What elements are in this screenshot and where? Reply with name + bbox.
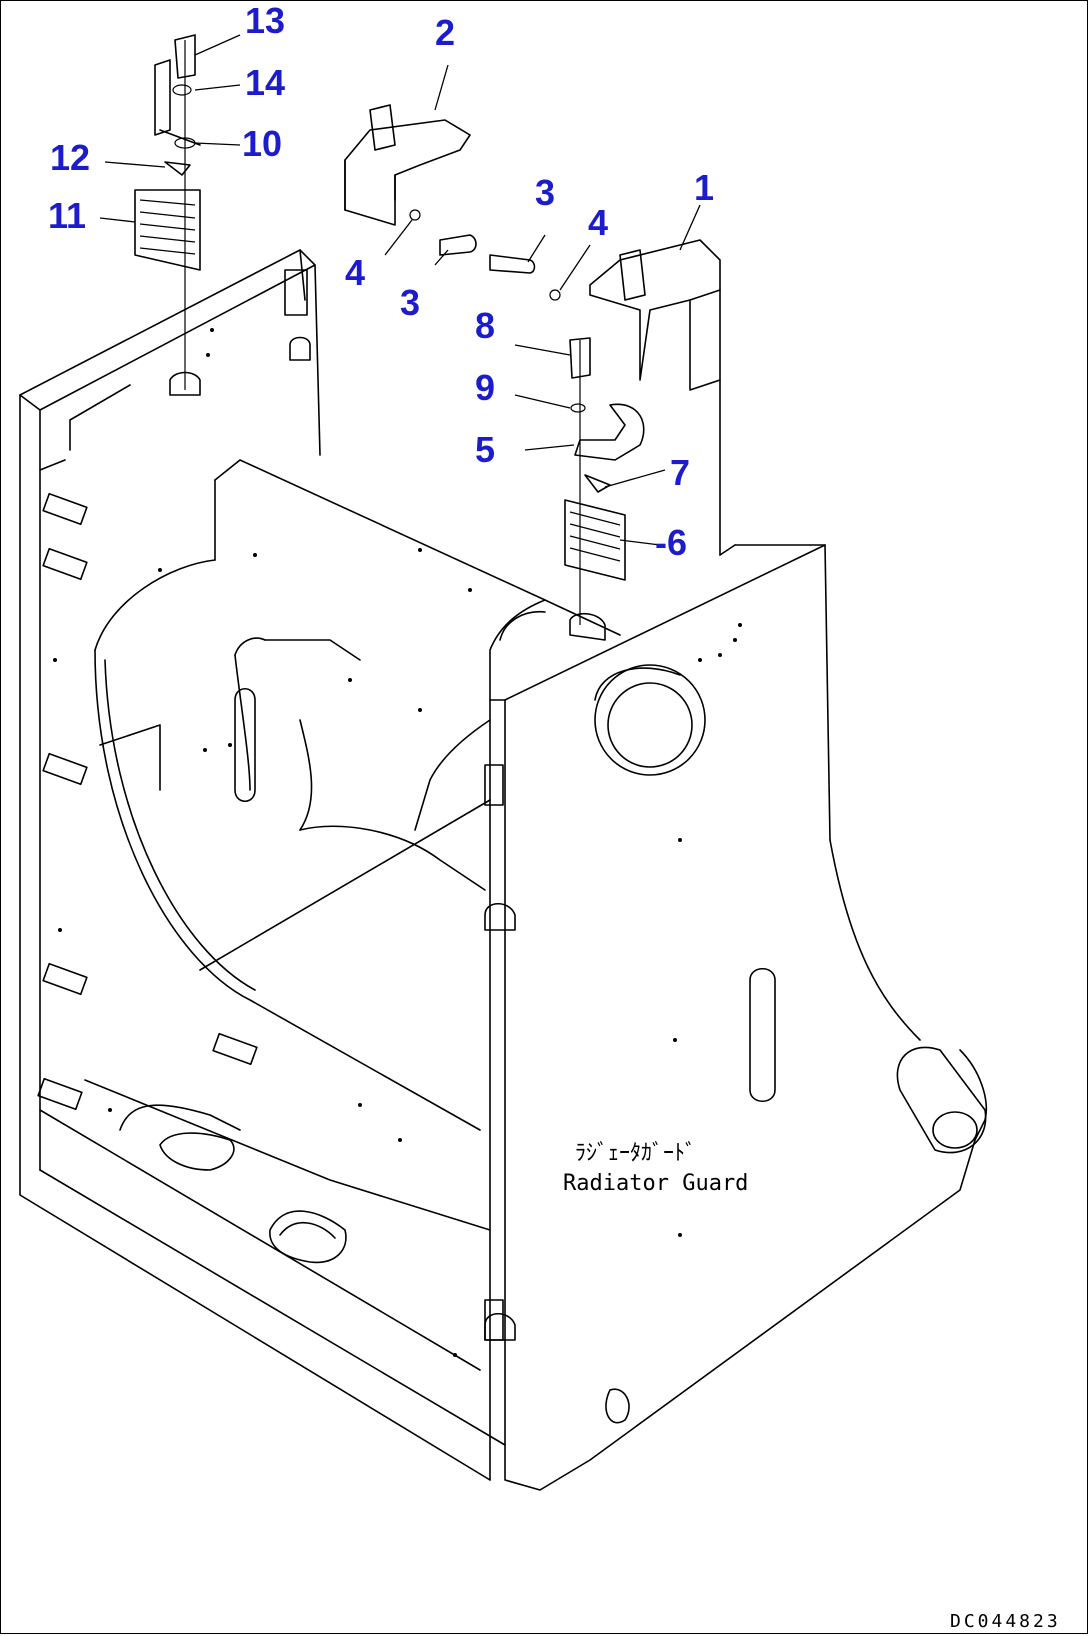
callout-12: 12 — [50, 137, 90, 178]
callout-11: 11 — [48, 195, 86, 236]
bracket-1 — [489, 239, 721, 391]
nameplate-english: Radiator Guard — [563, 1171, 748, 1196]
callout-numbers: 1 2 3 3 4 4 5 -6 7 8 9 10 11 12 13 14 — [48, 0, 714, 563]
callout-1: 1 — [694, 167, 714, 208]
callout-4-right: 4 — [588, 202, 608, 243]
callout-14: 14 — [245, 62, 285, 103]
bracket-2 — [344, 104, 477, 256]
spring-stack-11 — [134, 34, 201, 396]
callout-2: 2 — [435, 12, 455, 53]
callout-10: 10 — [242, 123, 282, 164]
drawing-code: DC044823 — [950, 1611, 1061, 1632]
callout-4-left: 4 — [345, 252, 365, 293]
spring-stack-6 — [564, 337, 645, 641]
callout-3-left: 3 — [400, 282, 420, 323]
callout-6: -6 — [655, 522, 687, 563]
nameplate-japanese: ﾗｼﾞｪｰﾀｶﾞｰﾄﾞ — [575, 1141, 696, 1166]
callout-7: 7 — [670, 452, 690, 493]
callout-9: 9 — [475, 367, 495, 408]
callout-8: 8 — [475, 305, 495, 346]
housing-body — [19, 249, 987, 1491]
nameplate: ﾗｼﾞｪｰﾀｶﾞｰﾄﾞ Radiator Guard — [563, 1141, 748, 1196]
callout-3-right: 3 — [535, 172, 555, 213]
callout-5: 5 — [475, 429, 495, 470]
leader-lines — [99, 34, 701, 546]
callout-13: 13 — [245, 0, 285, 41]
